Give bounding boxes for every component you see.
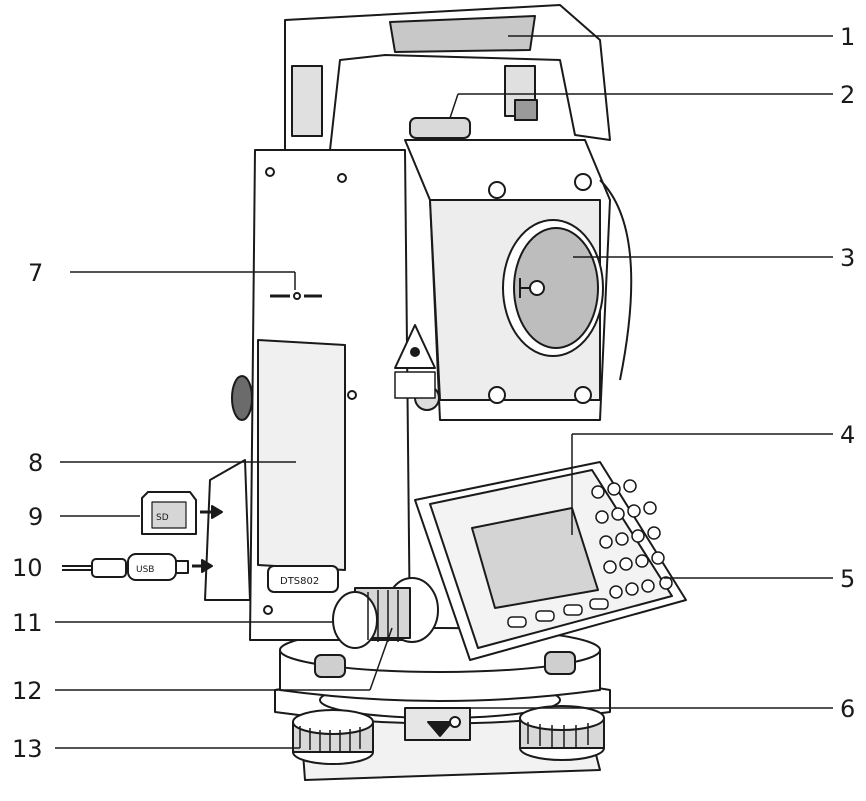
- callout-label: 2: [840, 81, 855, 109]
- callout-label: 4: [840, 421, 855, 449]
- laser-warning-label: [394, 324, 436, 399]
- objective-lens: [502, 219, 604, 357]
- usb-cable: USB: [62, 553, 213, 581]
- usb-plug-text: USB: [136, 565, 154, 575]
- leveling-screw-right: [519, 705, 605, 761]
- keypad-buttons: [507, 479, 673, 628]
- lcd-display: [471, 507, 599, 609]
- side-knob: [231, 375, 253, 421]
- callout-label: 12: [12, 677, 43, 705]
- leader-lines: [55, 35, 833, 749]
- callout-label: 6: [840, 695, 855, 723]
- left-standard: DTS802: [249, 149, 411, 641]
- side-latch: [204, 459, 251, 601]
- callout-label: 13: [12, 735, 43, 763]
- callout-label: 11: [12, 609, 43, 637]
- leveling-screw-left: [292, 709, 374, 765]
- callout-label: 5: [840, 565, 855, 593]
- sd-card: SD: [141, 491, 223, 535]
- callout-label: 8: [28, 449, 43, 477]
- tangent-screw: [332, 577, 439, 649]
- callout-label: 7: [28, 259, 43, 287]
- callout-labels: 1 2 3 4 5 6 7 8 9 10 11 12 13: [12, 23, 855, 763]
- serial-plate-text: DTS802: [280, 576, 319, 587]
- callout-label: 1: [840, 23, 855, 51]
- keyboard-panel: [414, 461, 687, 661]
- optical-sight: [409, 99, 538, 139]
- callout-label: 3: [840, 244, 855, 272]
- callout-label: 10: [12, 554, 43, 582]
- carrying-handle: [284, 4, 611, 151]
- sd-card-text: SD: [156, 513, 169, 523]
- callout-label: 9: [28, 503, 43, 531]
